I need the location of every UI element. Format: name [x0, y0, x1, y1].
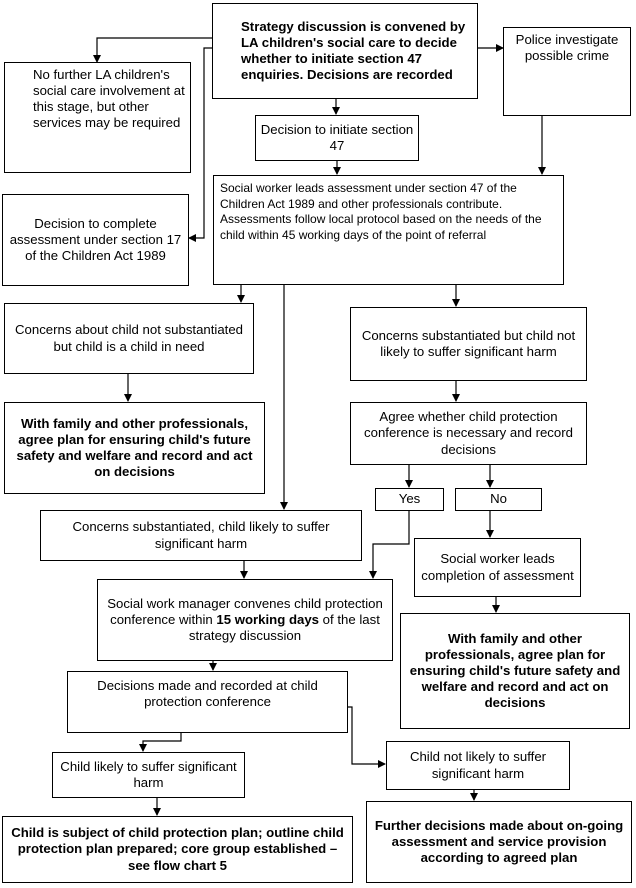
sw-leads-box: Social worker leads assessment under sec… — [213, 175, 564, 285]
likely-box: Child likely to suffer significant harm — [52, 752, 245, 798]
cp-plan-box: Child is subject of child protection pla… — [2, 816, 353, 883]
arrow-strategy-to-no-further — [93, 37, 212, 63]
police-box: Police investigate possible crime — [503, 27, 631, 116]
arrow-decisions-to-not-likely — [348, 706, 386, 768]
no-further-text: No further LA children's social care inv… — [33, 67, 185, 131]
further-text: Further decisions made about on-going as… — [374, 817, 624, 866]
agree-cpc-text: Agree whether child protection conferenc… — [364, 409, 573, 457]
not-likely-text: Child not likely to suffer significant h… — [409, 749, 547, 781]
agree-cpc-box: Agree whether child protection conferenc… — [350, 402, 587, 465]
decision-s47-box: Decision to initiate section 47 — [255, 115, 419, 161]
plan-left-text: With family and other professionals, agr… — [16, 415, 253, 480]
decisions-cpc-box: Decisions made and recorded at child pro… — [67, 671, 348, 733]
yes-box: Yes — [375, 488, 444, 511]
decision-s17-box: Decision to complete assessment under se… — [2, 194, 189, 286]
decision-s17-text: Decision to complete assessment under se… — [9, 215, 182, 264]
no-text: No — [490, 491, 507, 507]
decisions-cpc-text: Decisions made and recorded at child pro… — [97, 678, 318, 710]
plan-left-box: With family and other professionals, agr… — [4, 402, 265, 494]
substantiated-not-likely-box: Concerns substantiated but child not lik… — [350, 307, 587, 381]
sw-leads-text: Social worker leads assessment under sec… — [220, 181, 542, 242]
arrow-yes-to-convene — [369, 511, 410, 579]
swm-convenes-bold: 15 working days — [216, 611, 320, 627]
further-box: Further decisions made about on-going as… — [366, 801, 632, 883]
plan-right-box: With family and other professionals, agr… — [400, 613, 630, 729]
sw-completion-text: Social worker leads completion of assess… — [421, 551, 574, 583]
substantiated-likely-text: Concerns substantiated, child likely to … — [72, 519, 330, 551]
substantiated-likely-box: Concerns substantiated, child likely to … — [40, 510, 362, 561]
swm-convenes-text: Social work manager convenes child prote… — [102, 596, 388, 644]
strategy-discussion-text: Strategy discussion is convened by LA ch… — [241, 18, 466, 83]
not-likely-box: Child not likely to suffer significant h… — [386, 741, 570, 790]
swm-convenes-post: of the last strategy discussion — [188, 611, 380, 644]
cp-plan-text: Child is subject of child protection pla… — [11, 825, 344, 873]
sw-completion-box: Social worker leads completion of assess… — [414, 538, 581, 597]
not-substantiated-box: Concerns about child not substantiated b… — [4, 303, 254, 374]
plan-right-text: With family and other professionals, agr… — [409, 630, 621, 711]
no-box: No — [455, 488, 542, 511]
arrow-decisions-to-likely — [139, 732, 182, 752]
not-substantiated-text: Concerns about child not substantiated b… — [15, 322, 243, 354]
yes-text: Yes — [398, 491, 421, 507]
strategy-discussion-box: Strategy discussion is convened by LA ch… — [212, 3, 478, 99]
decision-s47-text: Decision to initiate section 47 — [260, 121, 414, 153]
swm-convenes-pre: Social work manager convenes child prote… — [107, 595, 383, 627]
swm-convenes-box: Social work manager convenes child prote… — [97, 579, 393, 661]
likely-text: Child likely to suffer significant harm — [60, 758, 237, 790]
no-further-box: No further LA children's social care inv… — [4, 62, 191, 173]
police-text: Police investigate possible crime — [515, 32, 619, 64]
substantiated-not-likely-text: Concerns substantiated but child not lik… — [361, 327, 576, 359]
